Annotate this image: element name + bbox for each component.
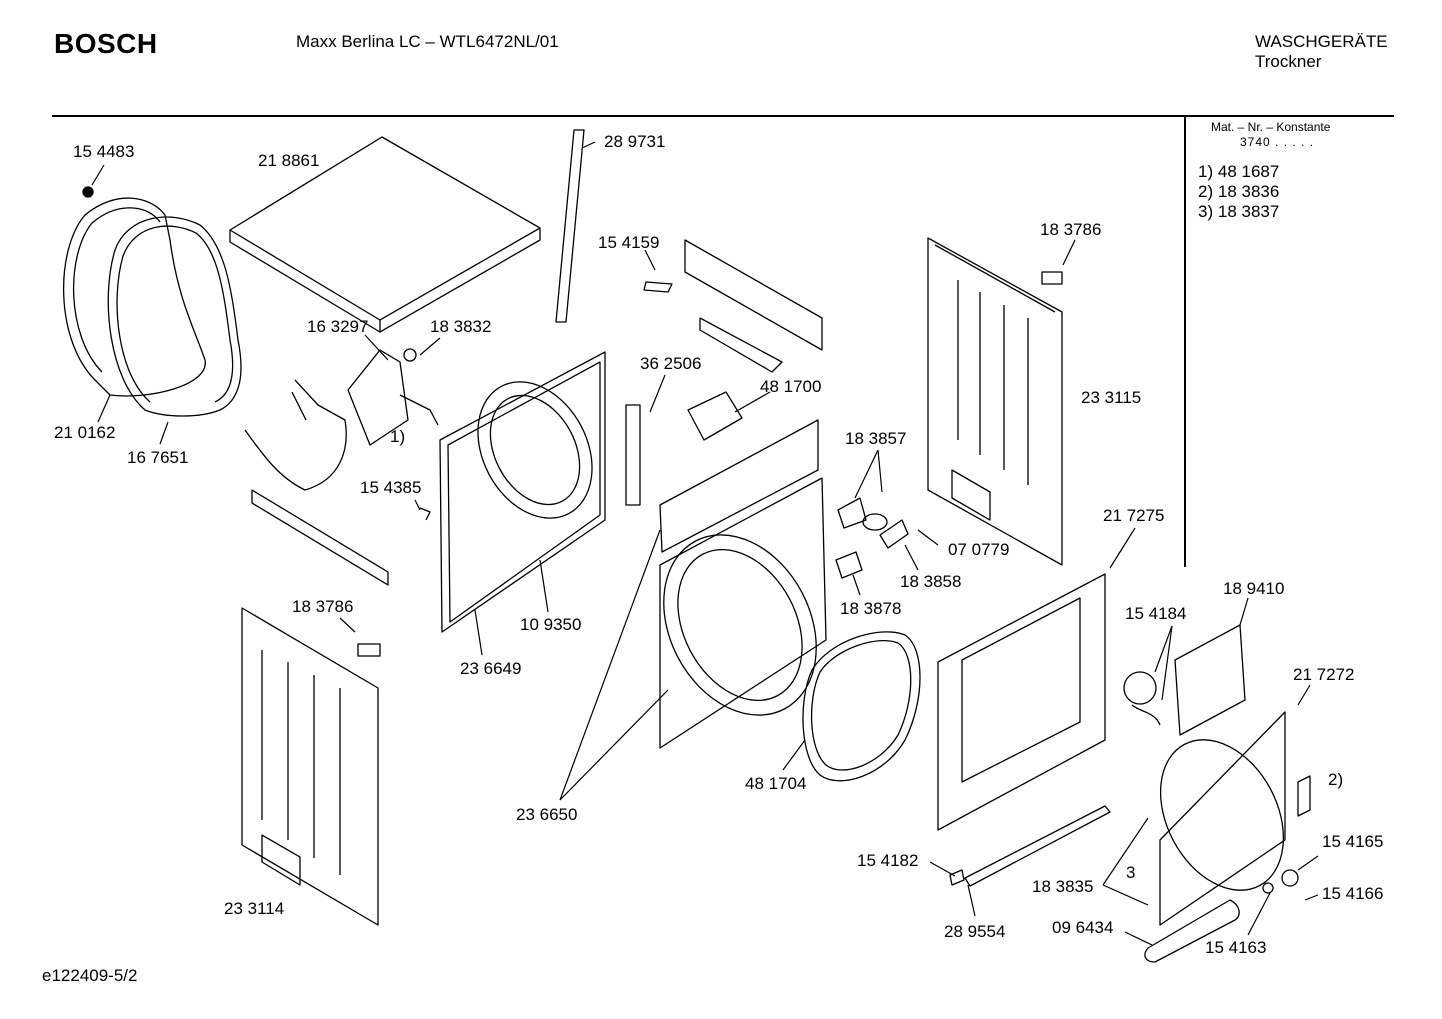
part-label: 36 2506 xyxy=(640,354,701,373)
part-label: 10 9350 xyxy=(520,615,581,634)
material-box-heading: Mat. – Nr. – Konstante xyxy=(1211,120,1331,134)
screw-part xyxy=(82,186,94,198)
small-clip-part xyxy=(949,869,965,886)
part-label: 48 1704 xyxy=(745,774,806,793)
part-label: 18 3786 xyxy=(1040,220,1101,239)
part-label: 28 9554 xyxy=(944,922,1005,941)
part-label: 16 7651 xyxy=(127,448,188,467)
part-label: 18 3832 xyxy=(430,317,491,336)
legend-item-3: 3) 18 3837 xyxy=(1198,202,1280,221)
harness-part xyxy=(625,404,641,506)
part-label: 18 3857 xyxy=(845,429,906,448)
side-panel-left-part xyxy=(241,607,379,926)
category-subtitle: Trockner xyxy=(1255,52,1322,71)
part-label: 15 4159 xyxy=(598,233,659,252)
part-label: 23 3114 xyxy=(224,899,284,918)
motor-part xyxy=(1123,671,1157,705)
part-label: 15 4385 xyxy=(360,478,421,497)
latch-set-part xyxy=(1174,624,1246,736)
front-strip-part xyxy=(555,129,585,323)
model-title: Maxx Berlina LC – WTL6472NL/01 xyxy=(296,32,559,51)
part-label: 23 6650 xyxy=(516,805,577,824)
hinge-clip-part xyxy=(357,643,381,657)
part-label: 21 7275 xyxy=(1103,506,1164,525)
material-box-constant: 3740 . . . . . xyxy=(1240,135,1315,149)
part-label: 1) xyxy=(390,427,405,446)
door-frame-part xyxy=(1159,711,1286,926)
document-code: e122409-5/2 xyxy=(42,966,138,985)
part-label: 21 8861 xyxy=(258,151,319,170)
hinge-clip-part xyxy=(643,281,673,293)
part-label: 15 4166 xyxy=(1322,884,1383,903)
part-label: 2) xyxy=(1328,770,1343,789)
knob-part xyxy=(1262,882,1274,894)
heater-assembly-part xyxy=(347,348,439,446)
part-label: 15 4163 xyxy=(1205,938,1266,957)
handle-part xyxy=(1297,775,1311,817)
part-label: 18 3835 xyxy=(1032,877,1093,896)
part-label: 07 0779 xyxy=(948,540,1009,559)
part-label: 18 3878 xyxy=(840,599,901,618)
part-label: 21 7272 xyxy=(1293,665,1354,684)
part-label: 28 9731 xyxy=(604,132,665,151)
gasket-part xyxy=(862,513,888,531)
hinge-clip-part xyxy=(1041,271,1063,285)
part-label: 09 6434 xyxy=(1052,918,1113,937)
part-labels: 15 4483 21 8861 28 9731 15 4159 18 3786 … xyxy=(54,132,1383,957)
brand-logo: BOSCH xyxy=(54,28,158,59)
part-label: 23 6649 xyxy=(460,659,521,678)
legend-item-1: 1) 48 1687 xyxy=(1198,162,1280,181)
felt-seal-part xyxy=(107,216,242,417)
motor-cable-part xyxy=(1131,704,1161,726)
rear-panel-part xyxy=(439,351,606,633)
base-strip-part xyxy=(964,805,1111,887)
air-duct-part xyxy=(244,379,347,491)
part-label: 21 0162 xyxy=(54,423,115,442)
screw-part xyxy=(419,507,431,521)
part-label: 3 xyxy=(1126,863,1135,882)
control-bracket-part xyxy=(684,239,823,373)
part-label: 15 4184 xyxy=(1125,604,1186,623)
part-label: 15 4483 xyxy=(73,142,134,161)
top-cover-part xyxy=(229,136,541,333)
switch-part xyxy=(835,551,863,579)
front-panel-part xyxy=(937,573,1106,831)
leader-lines xyxy=(91,141,1319,946)
drum-ring-part xyxy=(63,197,206,397)
part-label: 23 3115 xyxy=(1081,388,1141,407)
legend-item-2: 2) 18 3836 xyxy=(1198,182,1280,201)
sensor-part xyxy=(837,497,867,529)
rail-bracket-part xyxy=(251,489,389,586)
side-panel-right-part xyxy=(927,237,1063,566)
filter-handle-part xyxy=(1144,899,1240,963)
part-label: 16 3297 xyxy=(307,317,368,336)
part-label: 15 4182 xyxy=(857,851,918,870)
part-label: 15 4165 xyxy=(1322,832,1383,851)
part-label: 48 1700 xyxy=(760,377,821,396)
material-box-divider xyxy=(1184,117,1186,567)
part-label: 18 3858 xyxy=(900,572,961,591)
thermostat-part xyxy=(879,519,909,549)
category-title: WASCHGERÄTE xyxy=(1255,32,1388,51)
part-label: 18 9410 xyxy=(1223,579,1284,598)
front-frame-part xyxy=(659,419,827,749)
door-seal-part xyxy=(802,631,921,782)
part-label: 18 3786 xyxy=(292,597,353,616)
cap-part xyxy=(1281,869,1299,887)
terminal-block-part xyxy=(687,391,743,441)
header-divider xyxy=(52,115,1394,117)
material-legend: 1) 48 1687 2) 18 3836 3) 18 3837 xyxy=(1198,162,1279,222)
